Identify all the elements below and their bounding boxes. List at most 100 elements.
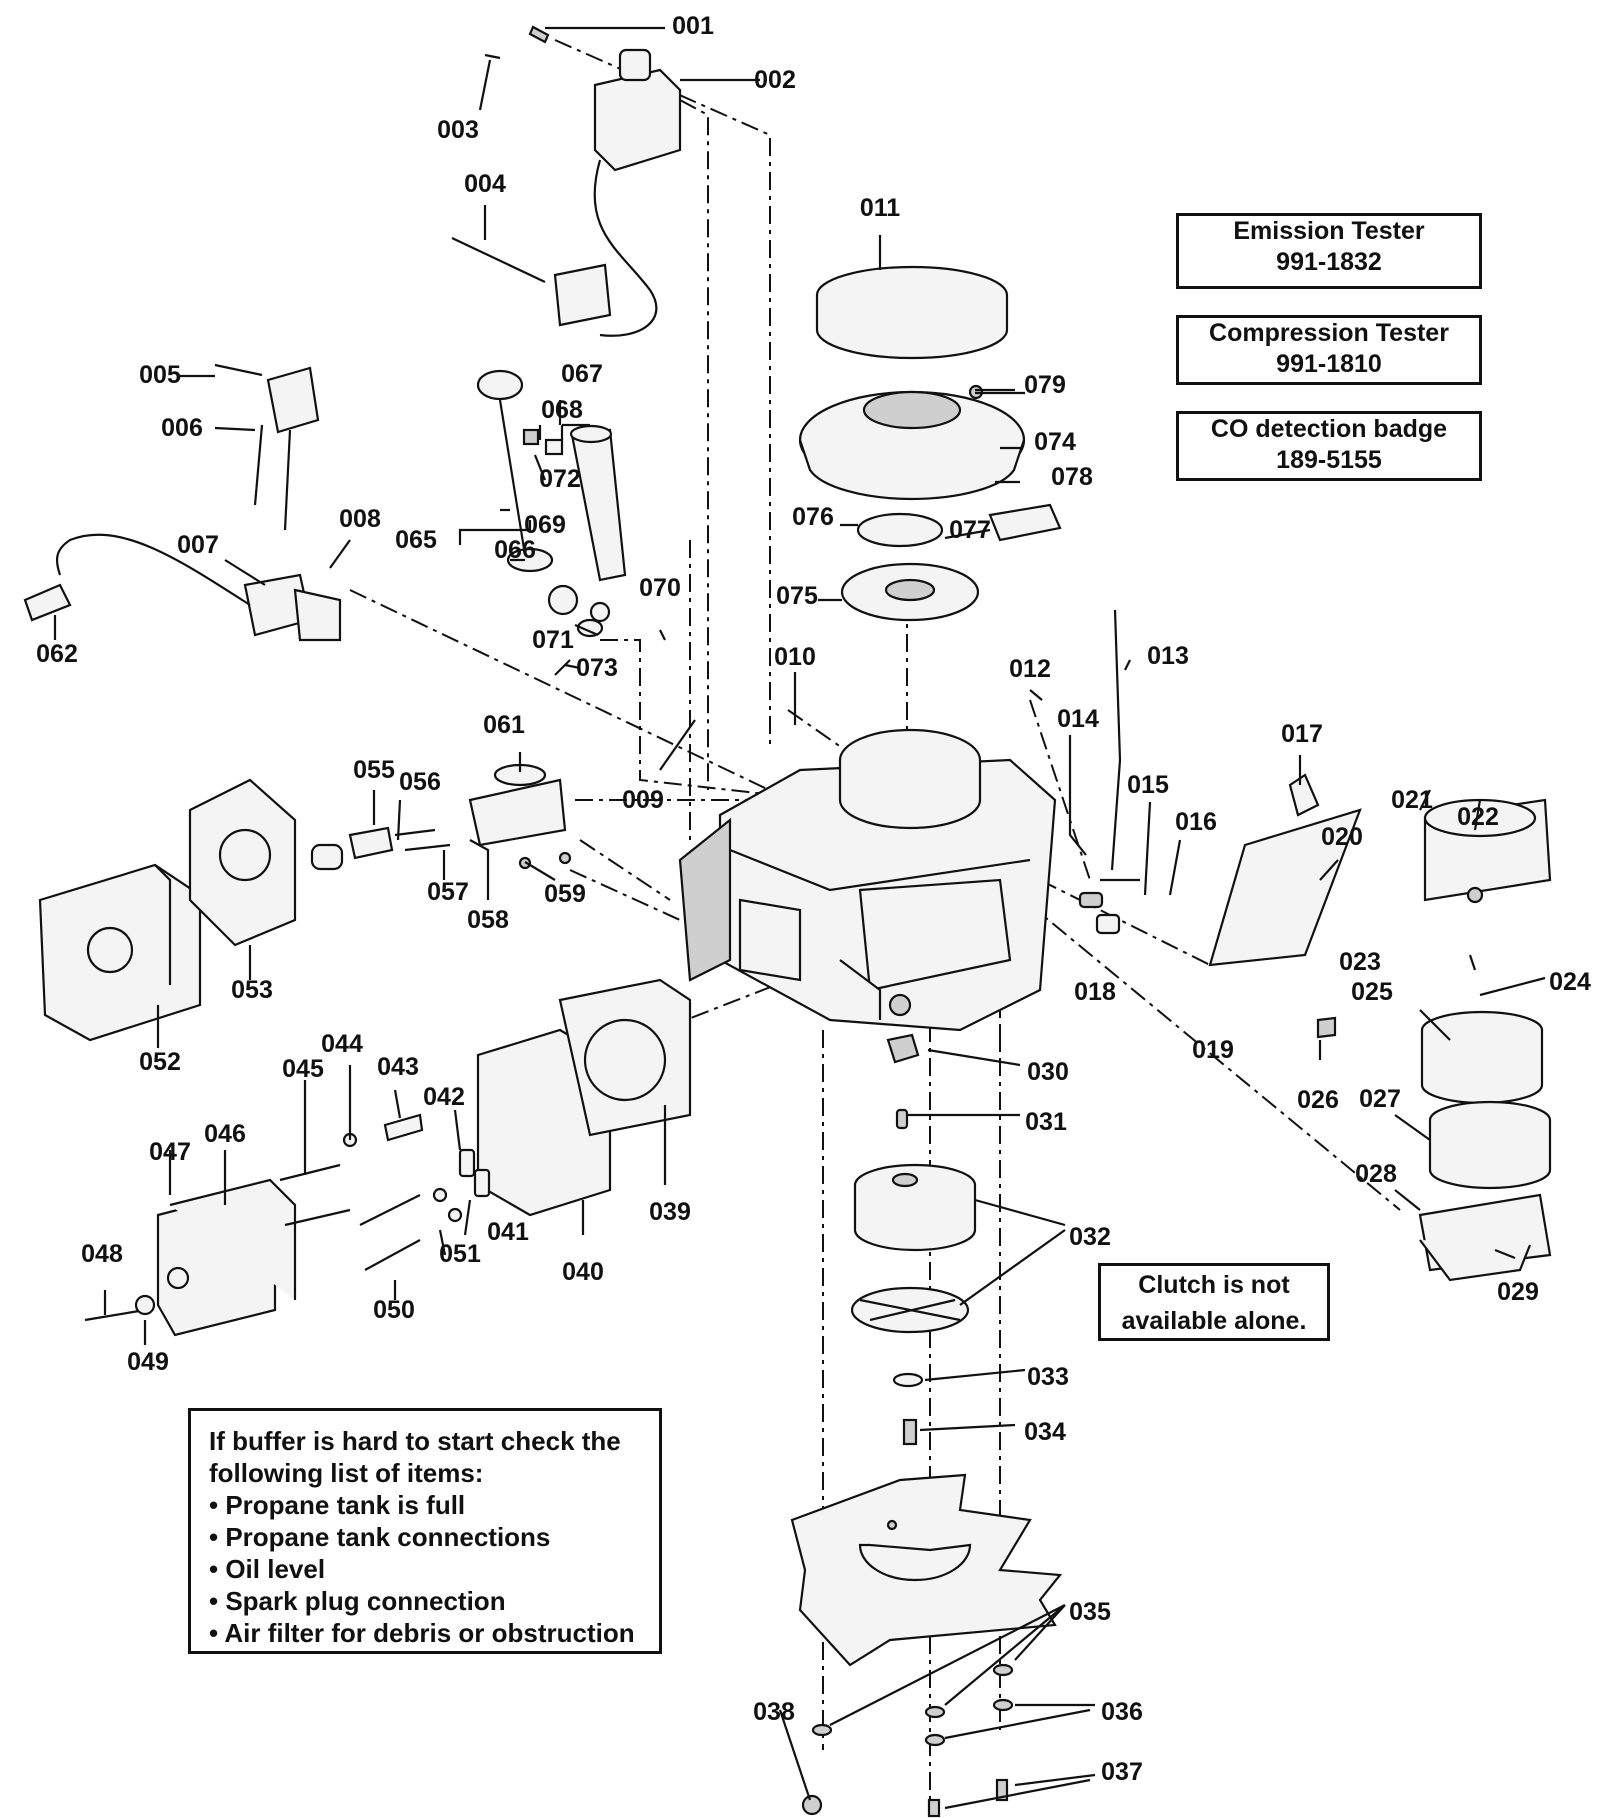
troubleshooting-line2: following list of items: xyxy=(209,1458,484,1488)
part-callout-039: 039 xyxy=(649,1198,691,1226)
base-plate xyxy=(790,1473,1063,1818)
part-callout-072: 072 xyxy=(539,465,581,493)
co-badge-part: 189-5155 xyxy=(1276,446,1382,474)
part-callout-053: 053 xyxy=(231,976,273,1004)
co-badge-name: CO detection badge xyxy=(1210,415,1448,443)
compression-tester-box: Compression Tester 991-1810 xyxy=(1176,315,1482,385)
part-callout-067: 067 xyxy=(561,360,603,388)
part-callout-022: 022 xyxy=(1457,803,1499,831)
part-callout-013: 013 xyxy=(1147,642,1189,670)
part-callout-047: 047 xyxy=(149,1138,191,1166)
troubleshooting-box: If buffer is hard to start check the fol… xyxy=(188,1408,662,1654)
part-callout-052: 052 xyxy=(139,1048,181,1076)
part-callout-014: 014 xyxy=(1057,705,1099,733)
part-callout-018: 018 xyxy=(1074,978,1116,1006)
part-callout-037: 037 xyxy=(1101,1758,1143,1786)
part-callout-051: 051 xyxy=(439,1240,481,1268)
part-callout-069: 069 xyxy=(524,511,566,539)
part-callout-035: 035 xyxy=(1069,1598,1111,1626)
part-callout-074: 074 xyxy=(1034,428,1076,456)
clutch-assembly xyxy=(850,1033,977,1446)
troubleshooting-item: • Propane tank is full xyxy=(209,1490,466,1520)
part-callout-066: 066 xyxy=(494,536,536,564)
part-callout-021: 021 xyxy=(1391,786,1433,814)
part-callout-046: 046 xyxy=(204,1120,246,1148)
air-cleaner-assembly xyxy=(1078,609,1552,1282)
muffler-assembly xyxy=(38,763,572,1042)
part-callout-044: 044 xyxy=(321,1030,363,1058)
part-callout-008: 008 xyxy=(339,505,381,533)
part-callout-029: 029 xyxy=(1497,1278,1539,1306)
part-callout-028: 028 xyxy=(1355,1160,1397,1188)
part-callout-042: 042 xyxy=(423,1083,465,1111)
part-callout-079: 079 xyxy=(1024,371,1066,399)
oil-fill-parts xyxy=(476,369,627,638)
part-callout-038: 038 xyxy=(753,1698,795,1726)
part-callout-030: 030 xyxy=(1027,1058,1069,1086)
engine-block xyxy=(678,728,1057,1032)
part-callout-040: 040 xyxy=(562,1258,604,1286)
part-callout-020: 020 xyxy=(1321,823,1363,851)
part-callout-056: 056 xyxy=(399,768,441,796)
part-callout-010: 010 xyxy=(774,643,816,671)
part-callout-049: 049 xyxy=(127,1348,169,1376)
part-callout-027: 027 xyxy=(1359,1085,1401,1113)
part-callout-031: 031 xyxy=(1025,1108,1067,1136)
part-callout-071: 071 xyxy=(532,626,574,654)
part-callout-005: 005 xyxy=(139,361,181,389)
part-callout-058: 058 xyxy=(467,906,509,934)
part-callout-032: 032 xyxy=(1069,1223,1111,1251)
part-callout-059: 059 xyxy=(544,880,586,908)
part-callout-078: 078 xyxy=(1051,463,1093,491)
part-callout-001: 001 xyxy=(672,12,714,40)
part-callout-019: 019 xyxy=(1192,1036,1234,1064)
part-callout-034: 034 xyxy=(1024,1418,1066,1446)
part-callout-025: 025 xyxy=(1351,978,1393,1006)
clutch-note-box: Clutch is not available alone. xyxy=(1098,1263,1330,1341)
cylinder-head-assembly xyxy=(84,978,692,1337)
troubleshooting-list: • Propane tank is full • Propane tank co… xyxy=(209,1489,659,1649)
part-callout-050: 050 xyxy=(373,1296,415,1324)
part-callout-065: 065 xyxy=(395,526,437,554)
ignition-coil xyxy=(23,533,342,642)
part-callout-007: 007 xyxy=(177,531,219,559)
part-callout-033: 033 xyxy=(1027,1363,1069,1391)
part-callout-023: 023 xyxy=(1339,948,1381,976)
part-callout-048: 048 xyxy=(81,1240,123,1268)
part-callout-017: 017 xyxy=(1281,720,1323,748)
part-callout-055: 055 xyxy=(353,756,395,784)
emission-tester-part: 991-1832 xyxy=(1276,248,1382,276)
recoil-starter xyxy=(798,265,1062,622)
part-callout-002: 002 xyxy=(754,66,796,94)
part-callout-043: 043 xyxy=(377,1053,419,1081)
part-callout-068: 068 xyxy=(541,396,583,424)
troubleshooting-item: • Air filter for debris or obstruction xyxy=(209,1618,635,1648)
part-callout-062: 062 xyxy=(36,640,78,668)
part-callout-045: 045 xyxy=(282,1055,324,1083)
part-callout-003: 003 xyxy=(437,116,479,144)
part-callout-004: 004 xyxy=(464,170,506,198)
troubleshooting-item: • Propane tank connections xyxy=(209,1522,551,1552)
part-callout-015: 015 xyxy=(1127,771,1169,799)
part-callout-009: 009 xyxy=(622,786,664,814)
compression-tester-part: 991-1810 xyxy=(1276,350,1382,378)
emission-tester-name: Emission Tester xyxy=(1233,217,1425,245)
part-callout-041: 041 xyxy=(487,1218,529,1246)
emission-tester-box: Emission Tester 991-1832 xyxy=(1176,213,1482,289)
clutch-note-line1: Clutch is not xyxy=(1138,1271,1290,1299)
part-callout-057: 057 xyxy=(427,878,469,906)
troubleshooting-item: • Spark plug connection xyxy=(209,1586,506,1616)
part-callout-024: 024 xyxy=(1549,968,1591,996)
part-callout-011: 011 xyxy=(860,194,900,222)
part-callout-036: 036 xyxy=(1101,1698,1143,1726)
part-callout-070: 070 xyxy=(639,574,681,602)
part-callout-016: 016 xyxy=(1175,808,1217,836)
compression-tester-name: Compression Tester xyxy=(1209,319,1449,347)
troubleshooting-line1: If buffer is hard to start check the xyxy=(209,1426,621,1456)
part-callout-077: 077 xyxy=(949,516,991,544)
part-callout-075: 075 xyxy=(776,582,818,610)
part-callout-006: 006 xyxy=(161,414,203,442)
ignition-assembly xyxy=(214,25,682,531)
